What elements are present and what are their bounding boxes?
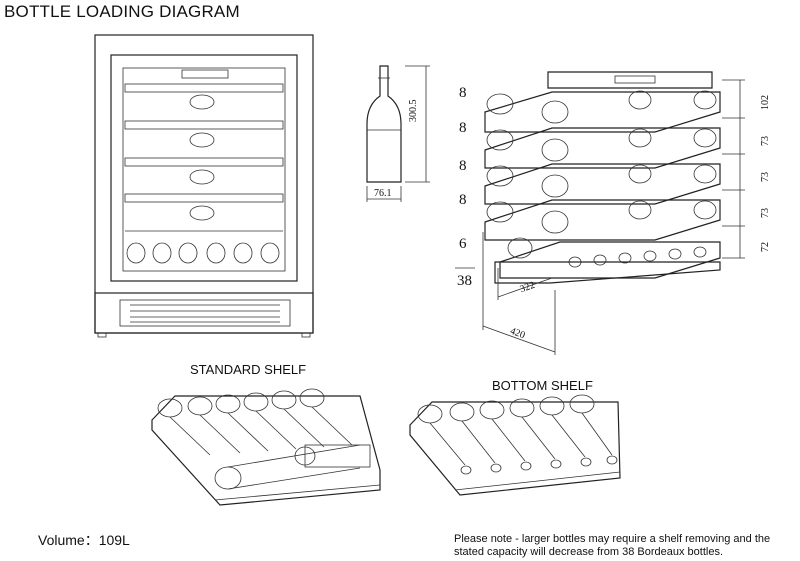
total-bottle-count: 38 — [457, 273, 472, 289]
shelf-count-2: 8 — [459, 120, 467, 136]
bottom-shelf-label: BOTTOM SHELF — [492, 378, 593, 393]
shelf-count-1: 8 — [459, 85, 467, 101]
diagram-title: BOTTLE LOADING DIAGRAM — [4, 2, 240, 21]
shelf-count-4: 8 — [459, 192, 467, 208]
volume-label: Volume：109L — [38, 532, 130, 548]
shelf-count-bottom: 6 — [459, 236, 467, 252]
capacity-note-line-2: stated capacity will decrease from 38 Bo… — [454, 546, 724, 558]
capacity-note-line-1: Please note - larger bottles may require… — [454, 533, 771, 545]
shelf-count-3: 8 — [459, 158, 467, 174]
bottle-width-dimension: 76.1 — [374, 188, 392, 199]
standard-shelf-label: STANDARD SHELF — [190, 362, 307, 377]
